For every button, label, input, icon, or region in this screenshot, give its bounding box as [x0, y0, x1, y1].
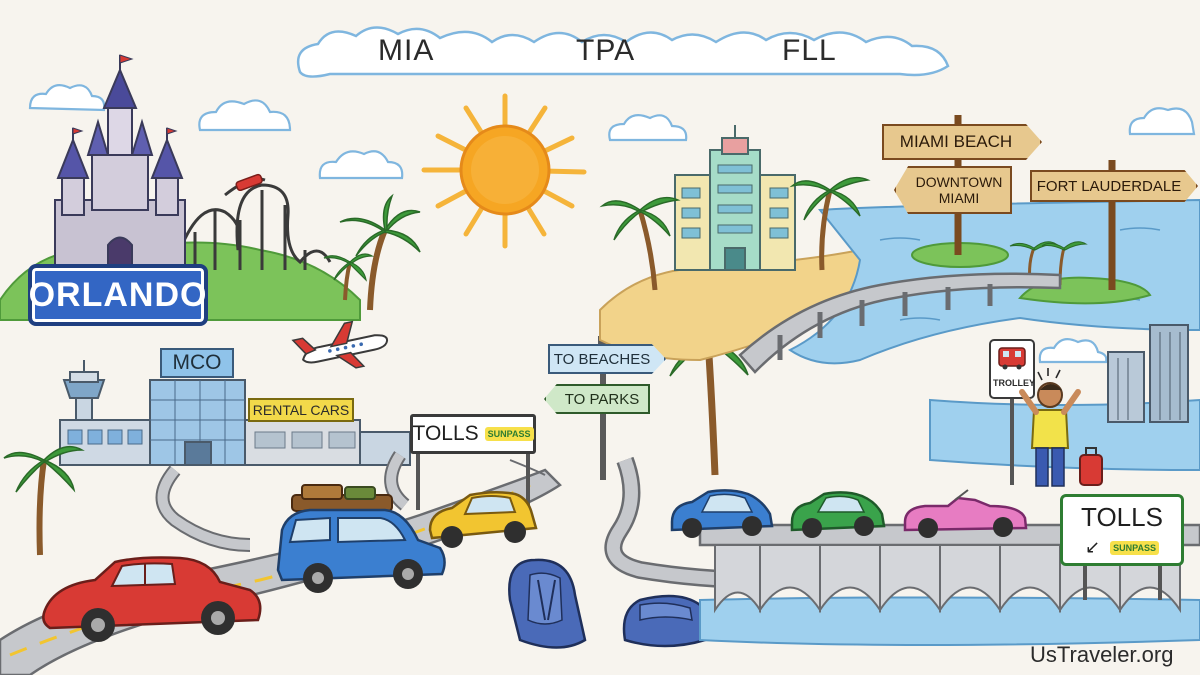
orlando-sign-label: ORLANDO	[28, 275, 208, 314]
airport-code-mia: MIA	[378, 34, 435, 67]
car-blue-suv	[276, 484, 446, 593]
airport-code-tpa: TPA	[576, 34, 636, 67]
airport-code-fll: FLL	[782, 34, 837, 67]
tolls-sign-right-footer: ↙ SUNPASS	[1085, 537, 1159, 558]
top-cloud-banner	[296, 26, 950, 78]
skyline	[1107, 324, 1189, 423]
downtown-miami-label-line1: DOWNTOWN	[915, 174, 1003, 190]
to-parks-sign: TO PARKS	[544, 384, 650, 414]
cloud-6	[1038, 337, 1108, 364]
to-beaches-sign: TO BEACHES	[548, 344, 666, 374]
rental-cars-sign-label: RENTAL CARS	[252, 402, 350, 418]
miami-beach-label: MIAMI BEACH	[899, 132, 1013, 151]
cloud-5	[1128, 107, 1196, 136]
miami-beach-sign: MIAMI BEACH	[882, 124, 1042, 160]
art-deco-hotel	[674, 125, 796, 271]
car-green	[790, 491, 886, 538]
car-red	[42, 556, 262, 642]
palm-tree	[599, 196, 681, 291]
palm-tree	[339, 193, 421, 311]
fort-lauderdale-sign: FORT LAUDERDALE	[1030, 170, 1198, 202]
palm-tree	[3, 445, 85, 556]
orlando-sign: ORLANDO	[28, 264, 208, 326]
happy-traveler	[1019, 368, 1103, 487]
causeway-bridge	[738, 272, 1062, 374]
fort-lauderdale-label: FORT LAUDERDALE	[1036, 177, 1182, 195]
mco-sign-label: MCO	[172, 351, 222, 374]
downtown-miami-label-line2: MIAMI	[938, 190, 980, 206]
to-parks-label: TO PARKS	[564, 390, 640, 408]
tolls-sign-left: TOLLS SUNPASS	[410, 414, 536, 454]
sun	[421, 93, 587, 249]
trolley-stop	[989, 339, 1035, 485]
cloud-4	[608, 113, 688, 142]
sunpass-logo-right: SUNPASS	[1110, 540, 1159, 555]
tolls-sign-left-post	[416, 450, 530, 510]
palm-tree	[789, 176, 871, 271]
car-pink-convertible	[903, 489, 1028, 538]
castle	[54, 54, 186, 271]
coaster-car	[235, 173, 263, 192]
tolls-sign-right-post	[1083, 560, 1162, 600]
downtown-miami-sign: DOWNTOWN MIAMI	[894, 166, 1012, 214]
trolley-label: TROLLEY	[993, 378, 1035, 388]
cloud-2	[198, 99, 292, 132]
sunpass-logo-left: SUNPASS	[484, 427, 534, 441]
car-yellow	[428, 491, 538, 548]
car-blue	[670, 489, 774, 538]
roller-coaster	[178, 177, 332, 270]
tolls-sign-right: TOLLS ↙ SUNPASS	[1060, 494, 1184, 566]
tolls-sign-right-label: TOLLS	[1081, 502, 1163, 532]
watermark: UsTraveler.org	[1030, 642, 1174, 667]
airplane-icon	[291, 320, 389, 369]
tolls-sign-left-label: TOLLS	[412, 422, 479, 445]
booster-seat-icon	[622, 594, 709, 648]
airport-mco	[59, 360, 411, 466]
cloud-3	[318, 150, 404, 180]
rental-cars-sign: RENTAL CARS	[248, 398, 354, 422]
cloud-1	[28, 83, 106, 112]
to-beaches-label: TO BEACHES	[553, 350, 651, 368]
arrow-down-left-icon: ↙	[1085, 537, 1101, 557]
mco-sign: MCO	[160, 348, 234, 378]
clouds	[28, 83, 1196, 364]
car-seat-icon	[508, 558, 587, 649]
road-center	[604, 456, 761, 589]
palm-tree	[323, 253, 375, 301]
